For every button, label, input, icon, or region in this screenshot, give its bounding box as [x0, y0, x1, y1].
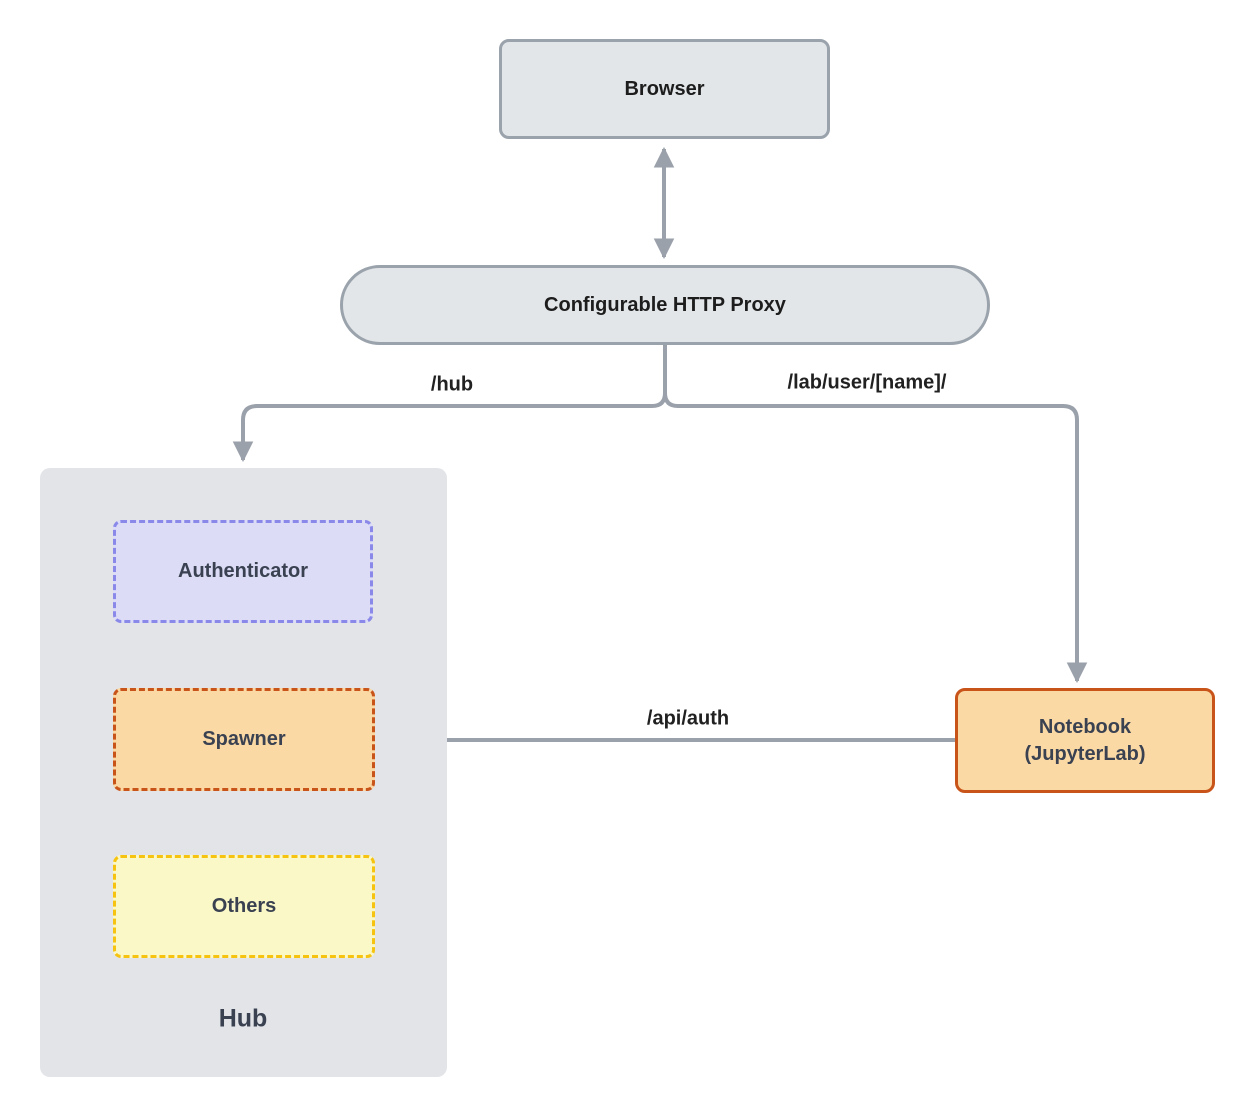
edge-label-hub-path: /hub: [430, 373, 474, 396]
spawner-node: Spawner: [113, 688, 375, 791]
notebook-label: Notebook: [1038, 715, 1132, 738]
edge-proxy-notebook: [663, 345, 1088, 684]
edge-label-lab-user: /lab/user/[name]/: [787, 371, 947, 394]
notebook-sublabel: (JupyterLab): [1024, 742, 1146, 765]
others-label: Others: [211, 895, 277, 917]
edge-label-api-auth: /api/auth: [646, 707, 730, 730]
authenticator-label: Authenticator: [178, 560, 308, 582]
spawner-label: Spawner: [202, 728, 286, 750]
authenticator-node: Authenticator: [113, 520, 373, 623]
proxy-label: Configurable HTTP Proxy: [544, 293, 786, 316]
edge-proxy-hub: [232, 345, 667, 463]
notebook-node: Notebook (JupyterLab): [955, 688, 1215, 793]
browser-node: Browser: [499, 39, 830, 139]
proxy-node: Configurable HTTP Proxy: [340, 265, 990, 345]
others-node: Others: [113, 855, 375, 958]
browser-label: Browser: [624, 77, 705, 100]
hub-label: Hub: [218, 1004, 268, 1033]
